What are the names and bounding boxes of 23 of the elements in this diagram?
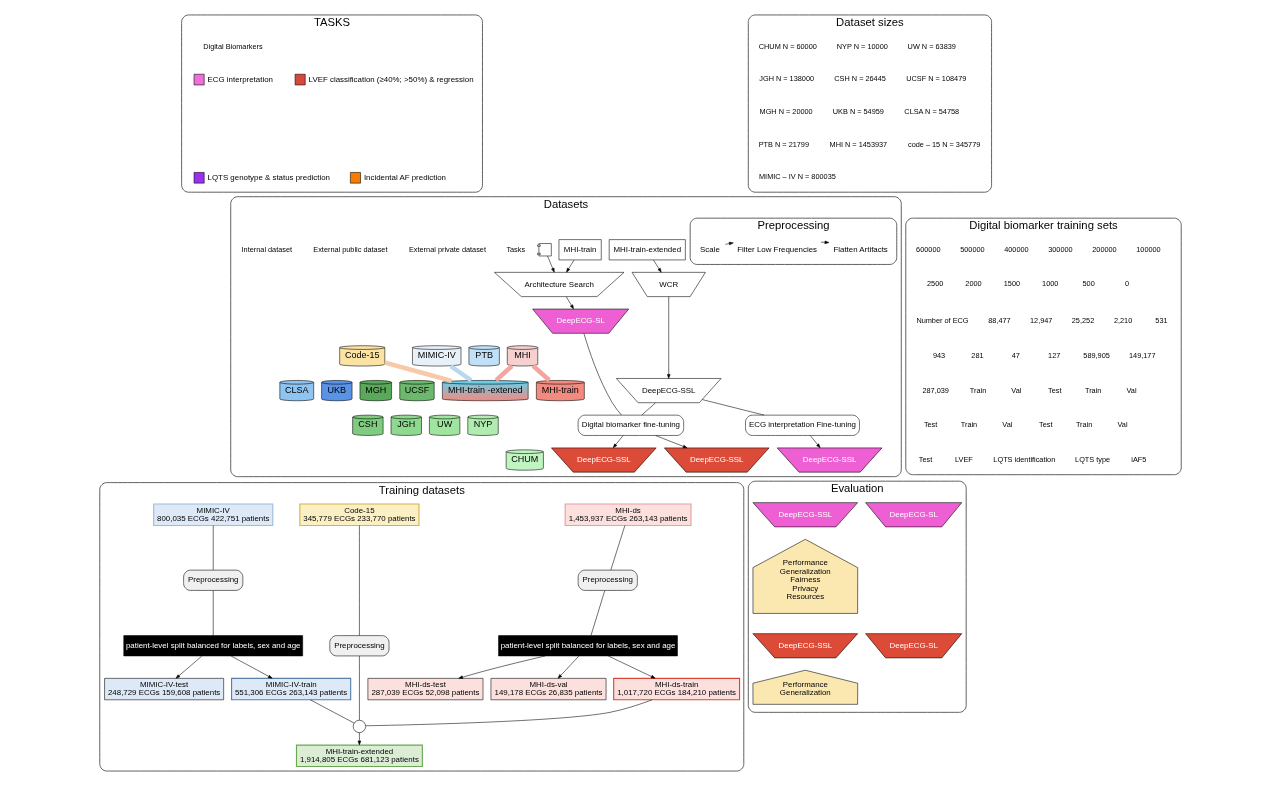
- arrow: [724, 241, 734, 246]
- arrow: [546, 255, 555, 273]
- node-circle: [352, 719, 366, 733]
- arrow: [565, 296, 574, 310]
- arrow: [809, 435, 820, 448]
- arrow: [820, 240, 829, 244]
- connector: [494, 364, 513, 383]
- arrow: [457, 655, 545, 679]
- arrow: [654, 435, 687, 449]
- arrow: [652, 259, 661, 273]
- arrow: [607, 655, 655, 679]
- arrow: [565, 259, 574, 273]
- connector: [383, 360, 452, 383]
- arrow: [612, 435, 623, 448]
- connector: [531, 364, 551, 382]
- connector: [590, 590, 605, 636]
- connector: [449, 364, 473, 383]
- connector: [212, 590, 213, 636]
- arrow: [175, 655, 202, 679]
- arrow: [230, 655, 272, 679]
- arrow: [666, 296, 670, 379]
- arrow: [357, 732, 361, 746]
- arrow: [557, 655, 579, 679]
